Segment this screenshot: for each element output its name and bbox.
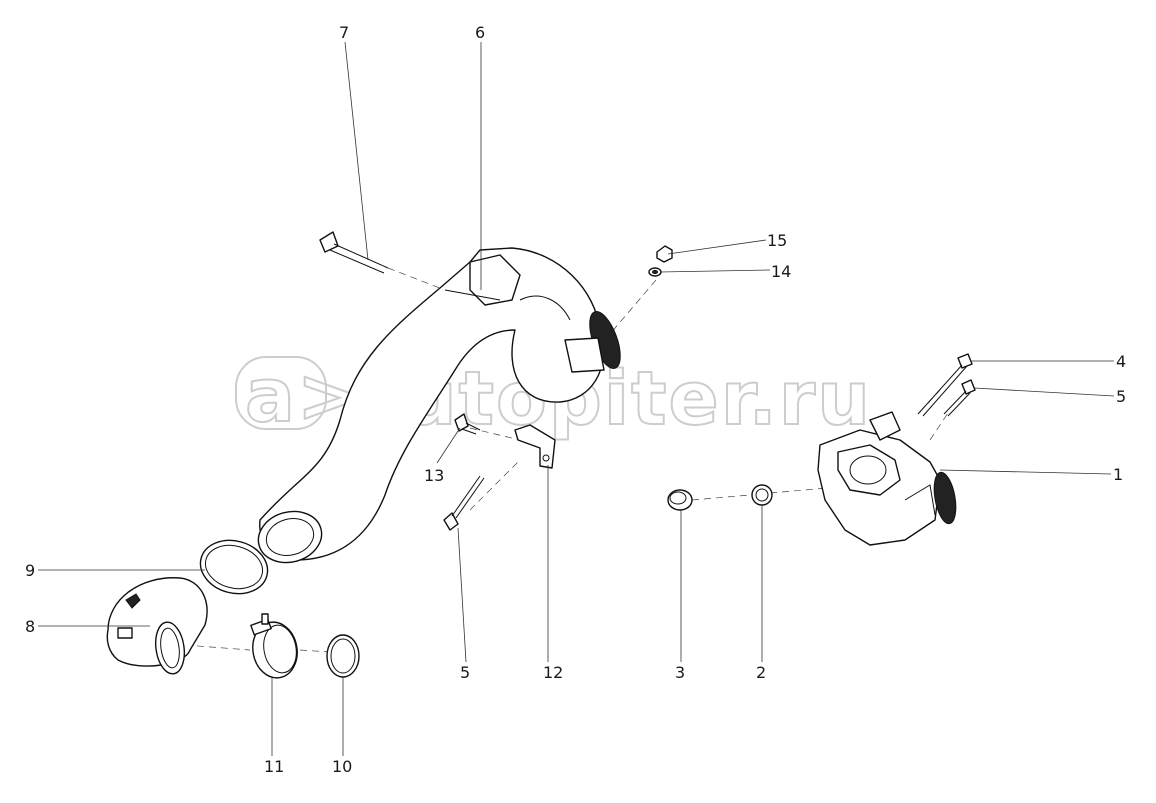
part-5-bolt-upper [943, 379, 976, 417]
part-1-housing [817, 411, 957, 546]
callout-15: 15 [767, 231, 787, 250]
callout-5-lower: 5 [460, 663, 470, 682]
part-11-clamp [250, 613, 298, 679]
part-12-bracket [514, 424, 556, 469]
part-4-bolt [917, 353, 973, 417]
part-13-bolt [454, 413, 481, 435]
callout-8: 8 [25, 617, 35, 636]
part-15-nut [656, 245, 673, 263]
part-2-ring [751, 484, 773, 506]
callout-labels: 7 6 15 14 4 5 1 13 9 8 5 12 3 2 11 10 [25, 23, 1126, 776]
callout-1: 1 [1113, 465, 1123, 484]
watermark-logo-badge [235, 356, 327, 430]
part-10-ring [326, 634, 360, 678]
part-7-bolt [319, 231, 389, 274]
callout-11: 11 [264, 757, 284, 776]
callout-4: 4 [1116, 352, 1126, 371]
callout-12: 12 [543, 663, 563, 682]
part-9-seal-ring [199, 539, 269, 595]
callout-3: 3 [675, 663, 685, 682]
callout-14: 14 [771, 262, 791, 281]
part-14-washer [648, 267, 662, 277]
callout-10: 10 [332, 757, 352, 776]
callout-2: 2 [756, 663, 766, 682]
callout-6: 6 [475, 23, 485, 42]
leader-lines [38, 41, 1115, 756]
part-6-pipe [257, 247, 621, 564]
part-5-bolt-lower [443, 475, 485, 531]
part-3-plug [667, 489, 693, 511]
callout-9: 9 [25, 561, 35, 580]
callout-13: 13 [424, 466, 444, 485]
part-8-elbow [106, 577, 208, 675]
callout-7: 7 [339, 23, 349, 42]
callout-5-upper: 5 [1116, 387, 1126, 406]
